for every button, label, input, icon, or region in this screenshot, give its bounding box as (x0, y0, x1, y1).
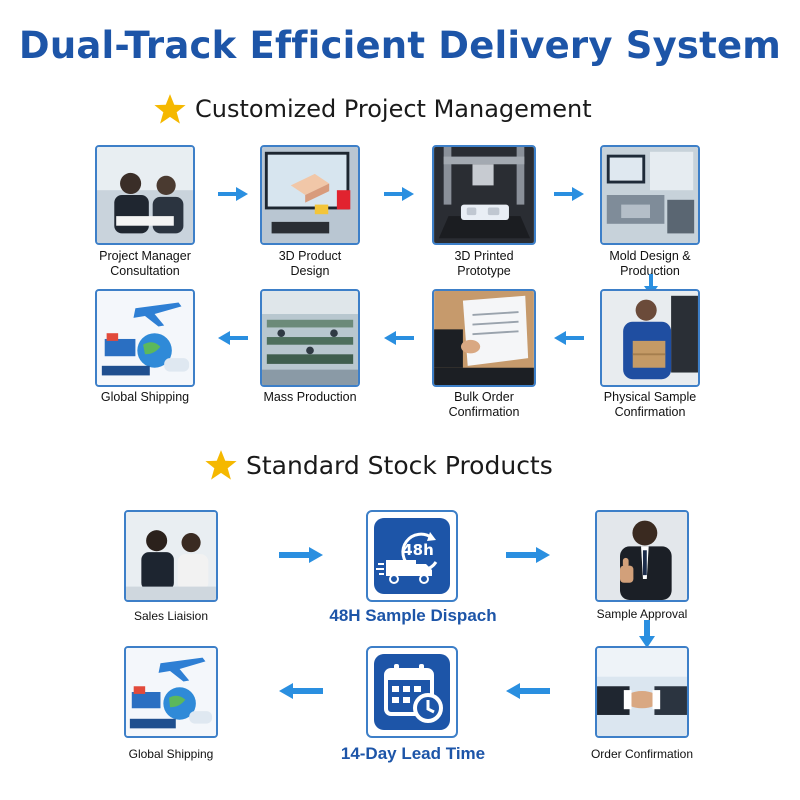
step-label: Sample Approval (596, 607, 688, 621)
arrow-left-icon (218, 331, 248, 345)
step-label: Mold Design & Production (609, 249, 691, 278)
signing-contract-photo (432, 289, 536, 387)
sample-dispatch-icon-box: 48h (366, 510, 458, 602)
delivery-truck-48h-icon: 48h (374, 518, 450, 594)
section-heading-stock: Standard Stock Products (204, 448, 553, 482)
factory-floor-photo (260, 289, 360, 387)
arrow-down-icon (639, 620, 655, 648)
arrow-right-icon (218, 187, 248, 201)
section-title: Customized Project Management (195, 95, 592, 123)
delivery-man-photo (600, 289, 700, 387)
badge-48h: 48h (402, 541, 434, 559)
star-icon (205, 450, 237, 480)
arrow-right-icon (506, 547, 550, 563)
handshake-photo (595, 646, 689, 738)
section-heading-custom: Customized Project Management (153, 92, 592, 126)
global-shipping-photo (124, 646, 218, 738)
sales-meeting-photo (124, 510, 218, 602)
step-label: Mass Production (263, 390, 357, 404)
arrow-right-icon (554, 187, 584, 201)
step-label: Sales Liaision (133, 609, 209, 623)
section-title: Standard Stock Products (246, 450, 553, 480)
arrow-right-icon (279, 547, 323, 563)
step-label: Bulk Order Confirmation (448, 390, 520, 419)
3d-printer-photo (432, 145, 536, 245)
thumbs-up-photo (595, 510, 689, 602)
step-label: 3D Product Design (278, 249, 342, 278)
arrow-left-icon (554, 331, 584, 345)
cad-design-photo (260, 145, 360, 245)
star-icon (154, 94, 186, 124)
step-label-highlight: 14-Day Lead Time (340, 744, 486, 763)
arrow-left-icon (384, 331, 414, 345)
arrow-left-icon (279, 683, 323, 699)
step-label: Global Shipping (100, 390, 190, 404)
step-label: Order Confirmation (590, 747, 694, 761)
calendar-clock-icon (374, 654, 450, 730)
lead-time-icon-box (366, 646, 458, 738)
arrow-left-icon (506, 683, 550, 699)
mold-workshop-photo (600, 145, 700, 245)
meeting-photo (95, 145, 195, 245)
page-title: Dual-Track Efficient Delivery System (18, 24, 782, 67)
step-label: 3D Printed Prototype (454, 249, 514, 278)
global-shipping-photo (95, 289, 195, 387)
step-label: Global Shipping (128, 747, 214, 761)
step-label: Physical Sample Confirmation (603, 390, 697, 419)
step-label: Project Manager Consultation (99, 249, 191, 278)
step-label-highlight: 48H Sample Dispach (329, 606, 497, 625)
arrow-right-icon (384, 187, 414, 201)
